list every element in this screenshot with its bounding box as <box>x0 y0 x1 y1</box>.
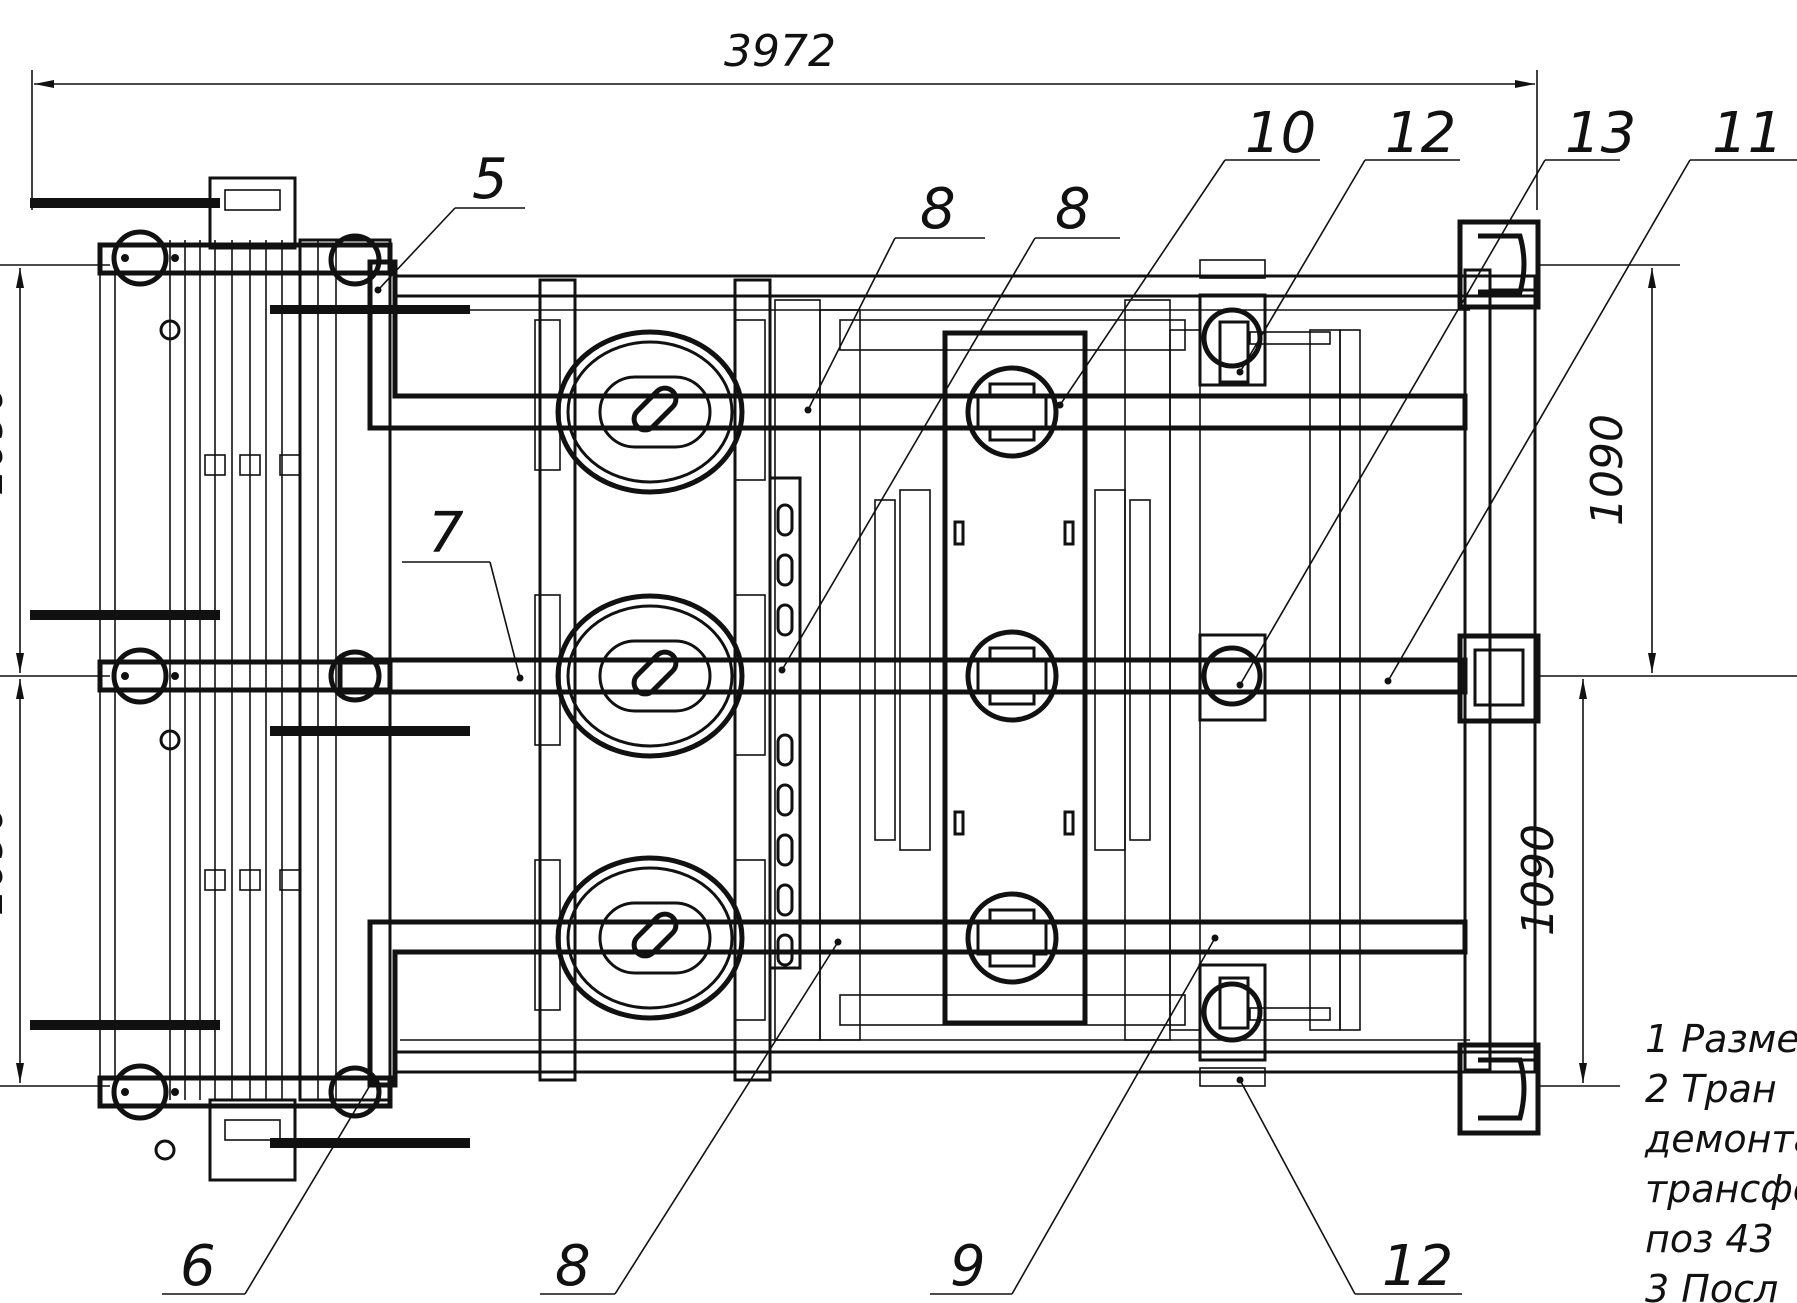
right-upper-width-label: 1090 <box>1582 414 1633 526</box>
right-pulleys <box>1198 219 1541 1136</box>
left-dimensions: 1090 1090 <box>0 264 110 1087</box>
callout-labels: 5 8 8 10 12 13 11 7 6 8 9 12 <box>180 101 1783 1299</box>
callout-5: 5 <box>472 147 508 212</box>
wheel-top <box>534 319 766 495</box>
main-frame <box>99 238 1537 1102</box>
callout-9: 9 <box>950 1234 986 1299</box>
left-mechanism <box>30 176 470 1182</box>
right-dimensions: 1090 1090 <box>1513 264 1797 1087</box>
right-lower-width-label: 1090 <box>1513 824 1564 936</box>
callout-8-upper-left: 8 <box>920 177 956 242</box>
callout-7: 7 <box>428 501 464 566</box>
technical-notes: 1 Размер 2 Тран демонта трансфо поз 43 3… <box>1644 1017 1797 1303</box>
wheel-middle <box>534 593 766 759</box>
note-line-2: 2 Тран <box>1645 1067 1777 1111</box>
note-line-5: поз 43 <box>1645 1217 1774 1261</box>
left-upper-width-label: 1090 <box>0 384 13 496</box>
note-line-6: 3 Посл <box>1645 1267 1778 1303</box>
callout-12-top: 12 <box>1385 101 1456 166</box>
callout-6: 6 <box>180 1234 216 1299</box>
note-line-1: 1 Размер <box>1645 1017 1797 1061</box>
note-line-3: демонта <box>1644 1117 1797 1161</box>
note-line-4: трансфо <box>1645 1167 1797 1211</box>
callout-8-bottom: 8 <box>555 1234 591 1299</box>
callout-leaders <box>162 159 1797 1295</box>
center-bushing-bottom <box>965 891 1059 985</box>
center-carriage <box>839 319 1186 1026</box>
center-bushing-middle <box>965 629 1059 723</box>
callout-8-upper-right: 8 <box>1055 177 1091 242</box>
overall-length-label: 3972 <box>724 26 836 77</box>
callout-12-bottom: 12 <box>1382 1234 1453 1299</box>
overall-dimension: 3972 <box>31 26 1538 210</box>
roller-chain <box>768 476 802 970</box>
callout-13: 13 <box>1565 101 1636 166</box>
left-lower-width-label: 1090 <box>0 804 13 916</box>
center-bushing-top <box>965 365 1059 459</box>
callout-10: 10 <box>1245 101 1316 166</box>
wheel-bottom <box>534 855 766 1021</box>
callout-11: 11 <box>1712 101 1783 166</box>
